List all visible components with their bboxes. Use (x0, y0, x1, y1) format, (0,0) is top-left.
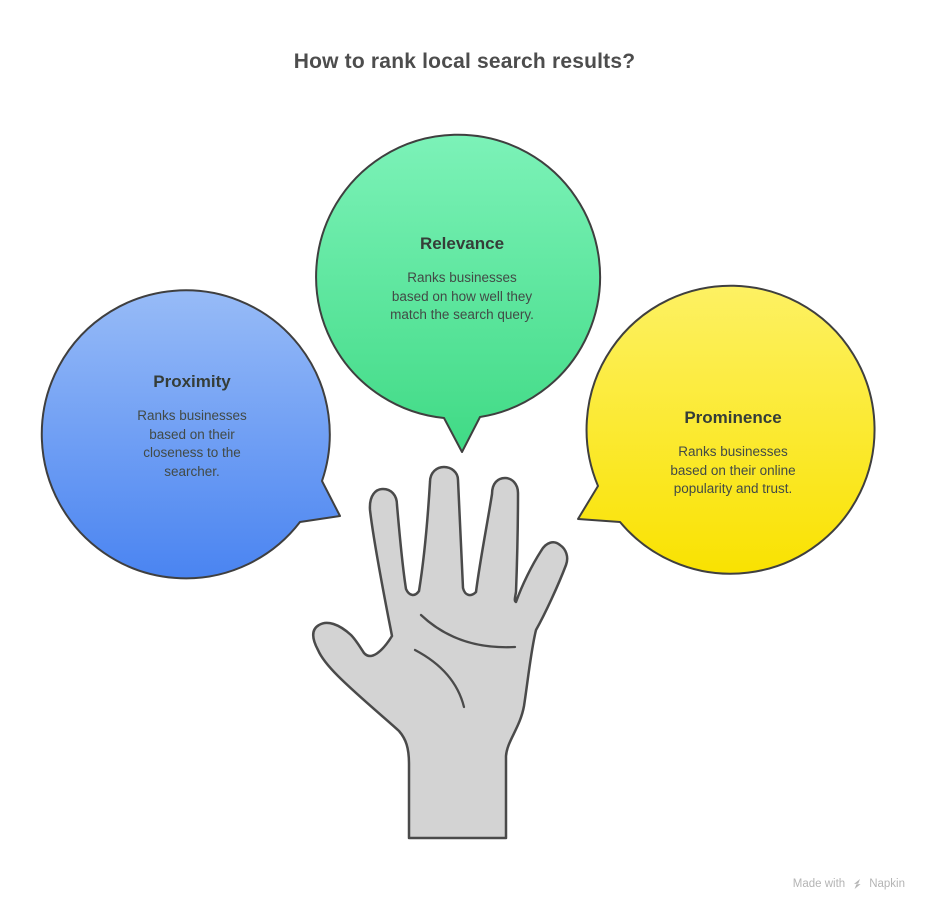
bubble-prominence-title: Prominence (684, 408, 782, 427)
bubble-prominence-body: Ranks businesses based on their online p… (670, 444, 796, 496)
bubble-prominence: Prominence Ranks businesses based on the… (623, 408, 843, 499)
made-with-label: Made with (792, 878, 846, 890)
bubble-proximity-body: Ranks businesses based on their closenes… (137, 408, 247, 479)
footer-credit: Made with Napkin (793, 877, 905, 891)
palm-line-lower (413, 648, 466, 709)
speech-bubble-prominence (577, 284, 876, 575)
brand-label: Napkin (869, 878, 905, 890)
palm-line-upper (419, 613, 517, 649)
bubble-relevance-title: Relevance (419, 234, 505, 253)
bubble-relevance: Relevance Ranks businesses based on how … (352, 234, 572, 325)
napkin-logo-icon (854, 879, 861, 889)
speech-bubble-relevance (315, 133, 602, 453)
open-hand-icon (312, 465, 569, 840)
page-title: How to rank local search results? (293, 50, 636, 73)
hand-outline (312, 465, 569, 840)
speech-bubble-proximity (40, 289, 341, 580)
bubble-proximity-title: Proximity (153, 372, 231, 391)
bubble-relevance-body: Ranks businesses based on how well they … (390, 270, 534, 322)
bubble-proximity: Proximity Ranks businesses based on thei… (82, 372, 302, 481)
